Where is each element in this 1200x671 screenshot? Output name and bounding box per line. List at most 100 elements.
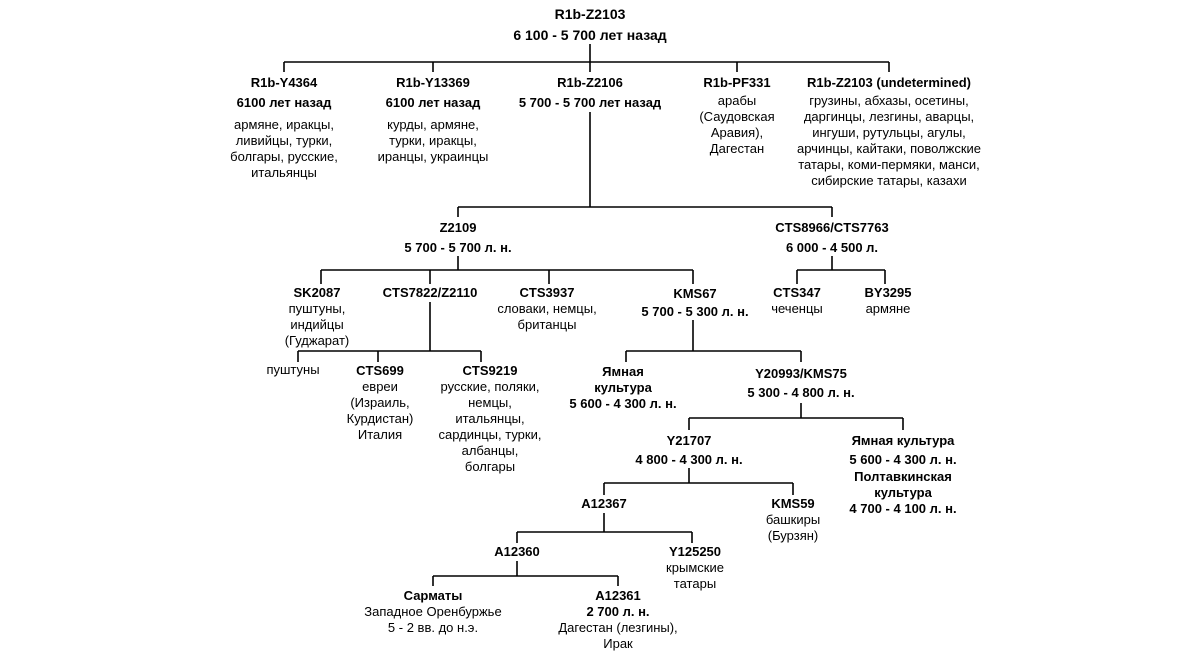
node-kms67: KMS67 5 700 - 5 300 л. н. <box>641 285 748 321</box>
node-title: CTS3937 <box>519 285 575 300</box>
node-sarmaty: Сарматы Западное Оренбуржье 5 - 2 вв. до… <box>364 588 501 636</box>
node-line: Италия <box>357 427 403 442</box>
node-line: 5 - 2 вв. до н.э. <box>387 620 479 635</box>
node-title: CTS347 <box>773 285 821 300</box>
node-date: 5 600 - 4 300 л. н. <box>849 452 957 467</box>
node-title: A12360 <box>494 544 540 559</box>
node-r1b-y4364: R1b-Y4364 6100 лет назад армяне, иракцы,… <box>230 73 338 181</box>
node-line: ливийцы, турки, <box>235 133 333 148</box>
node-line: татары <box>673 576 717 591</box>
node-line: чеченцы <box>771 301 823 316</box>
node-line: ингуши, рутульцы, агулы, <box>812 125 966 140</box>
node-line: британцы <box>517 317 577 332</box>
node-line: индийцы <box>290 317 344 332</box>
node-y20993-kms75: Y20993/KMS75 5 300 - 4 800 л. н. <box>747 364 854 402</box>
node-cts347: CTS347 чеченцы <box>771 285 823 317</box>
node-line: евреи <box>362 379 398 394</box>
node-line: пуштуны <box>266 362 320 377</box>
node-line: Курдистан) <box>346 411 414 426</box>
node-line: словаки, немцы, <box>497 301 597 316</box>
node-y21707: Y21707 4 800 - 4 300 л. н. <box>635 431 742 469</box>
node-title: A12367 <box>581 496 627 511</box>
node-line: грузины, абхазы, осетины, <box>809 93 969 108</box>
node-line: Дагестан (лезгины), <box>558 620 678 635</box>
node-r1b-z2106: R1b-Z2106 5 700 - 5 700 лет назад <box>519 73 661 113</box>
node-line: итальянцы, <box>455 411 525 426</box>
node-cts8966-cts7763: CTS8966/CTS7763 6 000 - 4 500 л. <box>775 218 888 258</box>
node-title: культура <box>594 380 652 395</box>
node-a12367: A12367 <box>581 496 627 512</box>
node-r1b-y13369: R1b-Y13369 6100 лет назад курды, армяне,… <box>378 73 489 165</box>
node-title: культура <box>874 485 932 500</box>
node-line: башкиры <box>765 512 821 527</box>
node-date: 5 700 - 5 700 л. н. <box>404 240 512 255</box>
node-cts9219: CTS9219 русские, поляки, немцы, итальянц… <box>439 363 542 475</box>
node-line: русские, поляки, <box>440 379 540 394</box>
node-line: албанцы, <box>461 443 519 458</box>
node-title: CTS9219 <box>462 363 518 378</box>
node-date: 4 800 - 4 300 л. н. <box>635 452 743 467</box>
node-title: Y125250 <box>668 544 722 559</box>
node-line: сибирские татары, казахи <box>811 173 967 188</box>
node-r1b-pf331: R1b-PF331 арабы (Саудовская Аравия), Даг… <box>699 73 774 157</box>
node-line: (Бурзян) <box>767 528 819 543</box>
node-title: R1b-Y4364 <box>250 75 318 90</box>
node-title: Z2109 <box>439 220 477 235</box>
node-yamna-culture-1: Ямная культура 5 600 - 4 300 л. н. <box>569 364 676 412</box>
node-line: (Израиль, <box>350 395 410 410</box>
node-title: KMS59 <box>771 496 815 511</box>
node-line: даргинцы, лезгины, аварцы, <box>803 109 975 124</box>
node-sk2087: SK2087 пуштуны, индийцы (Гуджарат) <box>285 285 350 349</box>
node-date: 2 700 л. н. <box>586 604 650 619</box>
node-line: татары, коми-пермяки, манси, <box>798 157 980 172</box>
node-line: армяне, иракцы, <box>234 117 334 132</box>
node-line: арабы <box>717 93 757 108</box>
node-kms59: KMS59 башкиры (Бурзян) <box>766 496 820 544</box>
node-line: курды, армяне, <box>387 117 479 132</box>
node-line: Дагестан <box>709 141 765 156</box>
node-title: R1b-Y13369 <box>396 75 470 90</box>
node-line: пуштуны, <box>288 301 346 316</box>
node-line: итальянцы <box>251 165 317 180</box>
node-date: 6 100 - 5 700 лет назад <box>513 27 667 43</box>
node-title: R1b-Z2103 <box>554 6 626 22</box>
node-a12361: A12361 2 700 л. н. Дагестан (лезгины), И… <box>558 588 677 652</box>
node-date: 6100 лет назад <box>385 95 481 110</box>
node-title: Y20993/KMS75 <box>755 366 847 381</box>
node-line: немцы, <box>468 395 512 410</box>
node-line: сардинцы, турки, <box>438 427 542 442</box>
node-date: 5 300 - 4 800 л. н. <box>747 385 855 400</box>
node-line: Аравия), <box>710 125 764 140</box>
node-line: Западное Оренбуржье <box>364 604 502 619</box>
node-title: R1b-Z2106 <box>557 75 623 90</box>
node-root-r1b-z2103: R1b-Z2103 6 100 - 5 700 лет назад <box>513 4 666 46</box>
node-cts7822-z2110: CTS7822/Z2110 <box>383 285 478 301</box>
node-line: иранцы, украинцы <box>377 149 489 164</box>
node-yamna-culture-2: Ямная культура 5 600 - 4 300 л. н. Полта… <box>849 431 956 517</box>
node-date: 6100 лет назад <box>236 95 332 110</box>
node-cts699: CTS699 евреи (Израиль, Курдистан) Италия <box>347 363 414 443</box>
node-date: 5 700 - 5 700 лет назад <box>518 95 662 110</box>
node-by3295: BY3295 армяне <box>865 285 912 317</box>
node-line: (Гуджарат) <box>284 333 350 348</box>
node-line: турки, иракцы, <box>389 133 477 148</box>
node-title: Полтавкинская <box>854 469 952 484</box>
node-title: Ямная культура <box>851 433 955 448</box>
node-title: A12361 <box>595 588 641 603</box>
node-line: болгары, русские, <box>230 149 338 164</box>
node-title: CTS699 <box>356 363 404 378</box>
node-date: 6 000 - 4 500 л. <box>785 240 879 255</box>
node-line: болгары <box>464 459 516 474</box>
node-r1b-z2103-undetermined: R1b-Z2103 (undetermined) грузины, абхазы… <box>797 73 981 189</box>
node-pushtuny: пуштуны <box>266 362 319 378</box>
node-y125250: Y125250 крымские татары <box>666 544 724 592</box>
node-date: 5 600 - 4 300 л. н. <box>569 396 677 411</box>
node-z2109: Z2109 5 700 - 5 700 л. н. <box>404 218 511 258</box>
node-title: Сарматы <box>403 588 463 603</box>
node-title: BY3295 <box>864 285 912 300</box>
node-line: арчинцы, кайтаки, поволжские <box>796 141 982 156</box>
node-date: 4 700 - 4 100 л. н. <box>849 501 957 516</box>
node-title: CTS8966/CTS7763 <box>775 220 889 235</box>
node-title: R1b-PF331 <box>703 75 771 90</box>
